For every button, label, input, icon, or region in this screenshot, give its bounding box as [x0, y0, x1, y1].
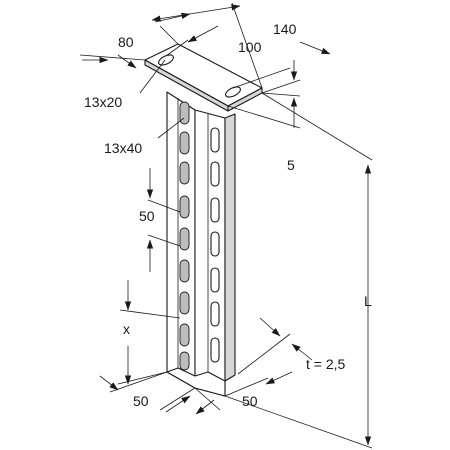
rail-bottom-end	[166, 367, 226, 397]
label-offset: x	[123, 321, 130, 337]
label-rail-slot: 13x40	[104, 140, 142, 156]
plate-hole-right	[225, 86, 241, 98]
left-face-slots	[179, 101, 190, 371]
rail-inner-flange	[224, 113, 236, 382]
rail-profile	[166, 91, 236, 397]
label-hole-spacing: 100	[238, 39, 262, 55]
label-plate-thickness-gap: 5	[287, 157, 295, 173]
label-length: L	[364, 293, 372, 309]
plate-hole-left	[158, 54, 174, 66]
head-plate	[144, 43, 263, 112]
dimension-lines	[79, 2, 373, 449]
label-slot-pitch: 50	[139, 208, 155, 224]
label-profile-width-left: 50	[133, 393, 149, 409]
label-profile-width-right: 50	[242, 393, 258, 409]
label-plate-length: 140	[273, 21, 297, 37]
right-face-slots	[210, 127, 220, 363]
label-plate-hole: 13x20	[84, 94, 122, 110]
label-plate-width: 80	[118, 34, 134, 50]
rail-right-face	[194, 109, 226, 397]
label-thickness: t = 2,5	[306, 356, 346, 372]
